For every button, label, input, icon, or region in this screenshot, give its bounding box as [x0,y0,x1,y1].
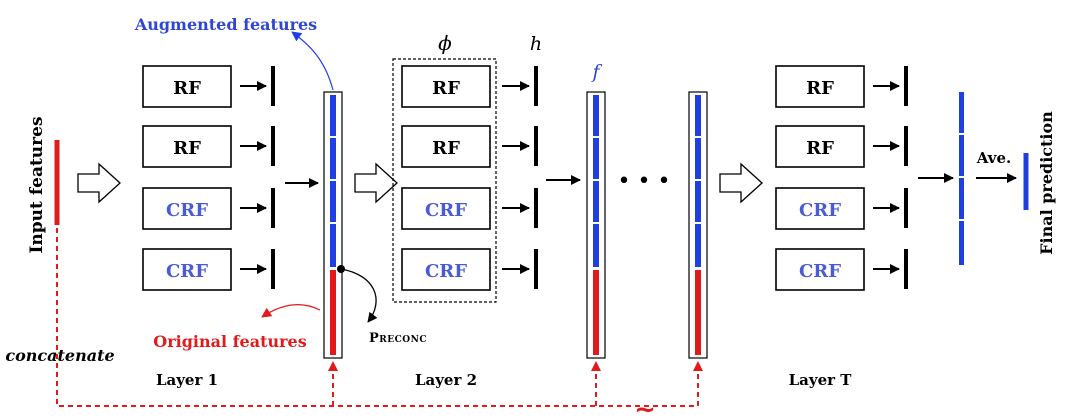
ave-label: Ave. [976,149,1012,167]
forest-label: CRF [166,200,208,221]
forest-label: RF [173,138,201,159]
block-arrow-1 [77,162,121,204]
f-label: f [590,61,602,83]
original-features-label: Original features [153,332,306,351]
forest-box: CRF [401,187,491,230]
forest-box: CRF [142,187,232,230]
phi-label: ϕ [438,31,452,55]
forest-label: CRF [166,261,208,282]
feature-vector-2 [586,91,606,359]
forest-box: RF [401,65,491,108]
concatenate-lines [56,228,703,407]
feature-vector-1 [323,91,343,359]
forest-label: RF [806,78,834,99]
preconc-arrow [340,268,378,323]
forest-box: RF [142,65,232,108]
forest-box: CRF [775,248,865,291]
forest-label: RF [432,78,460,99]
final-prediction-label: Final prediction [1037,111,1056,255]
forest-label: RF [432,138,460,159]
forest-box: CRF [142,248,232,291]
layer-1-label: Layer 1 [156,371,218,389]
block-arrow-2 [354,162,398,204]
forest-label: RF [806,138,834,159]
augmented-arrow [291,31,334,91]
forest-box: RF [775,65,865,108]
output-vector [959,92,964,265]
forest-label: RF [173,78,201,99]
forest-box: CRF [401,248,491,291]
block-arrow-3 [719,162,763,204]
feature-vector-3 [688,91,708,359]
forest-label: CRF [425,261,467,282]
augmented-features-label: Augmented features [134,15,317,34]
input-features-label: Input features [27,116,47,253]
layer-1-forests: RF RF CRF CRF [142,65,275,291]
forest-label: CRF [425,200,467,221]
original-arrow [261,304,321,318]
h-label: h [530,33,542,55]
forest-label: CRF [799,200,841,221]
forest-box: RF [401,125,491,168]
preconc-label: Preconc [369,331,427,346]
layer-2-forests: RF RF CRF CRF [401,65,538,291]
forest-label: CRF [799,261,841,282]
ellipsis: • • • [618,169,671,194]
forest-box: RF [775,125,865,168]
layer-2-label: Layer 2 [415,371,477,389]
layer-t-forests: RF RF CRF CRF [775,65,908,291]
tilde: ~ [634,395,656,420]
layer-t-label: Layer T [789,371,853,389]
forest-box: RF [142,125,232,168]
phi-group-box [392,58,497,303]
forest-box: CRF [775,187,865,230]
concatenate-label: concatenate [5,346,114,365]
